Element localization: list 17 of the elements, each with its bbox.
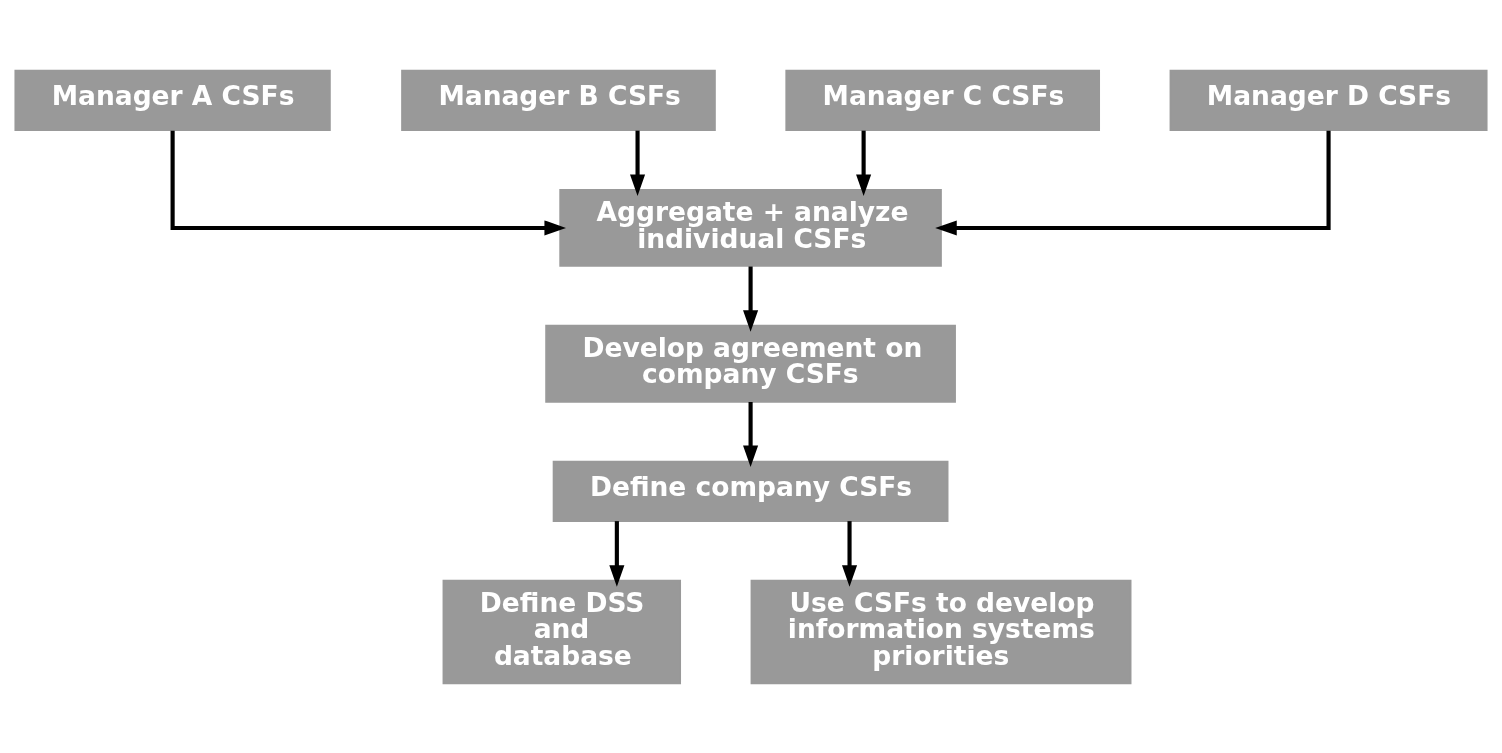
node-box: Use CSFs to develop information systems priorities — [750, 579, 1132, 684]
arrow — [743, 401, 759, 467]
node-box: Define company CSFs — [552, 460, 949, 522]
arrow — [609, 520, 625, 587]
node-box: Manager C CSFs — [785, 69, 1100, 131]
node-box: Manager A CSFs — [14, 69, 331, 131]
arrow — [842, 520, 858, 587]
node-box: Aggregate + analyze individual CSFs — [559, 188, 942, 267]
node-box: Manager B CSFs — [401, 69, 716, 131]
arrow — [856, 130, 872, 196]
node-box: Manager D CSFs — [1169, 69, 1488, 131]
arrow — [170, 130, 566, 235]
node-box: Develop agreement on company CSFs — [545, 324, 956, 403]
arrow — [935, 130, 1331, 235]
arrow — [630, 130, 646, 196]
node-box: Define DSS and database — [442, 579, 682, 684]
arrow — [743, 266, 759, 332]
